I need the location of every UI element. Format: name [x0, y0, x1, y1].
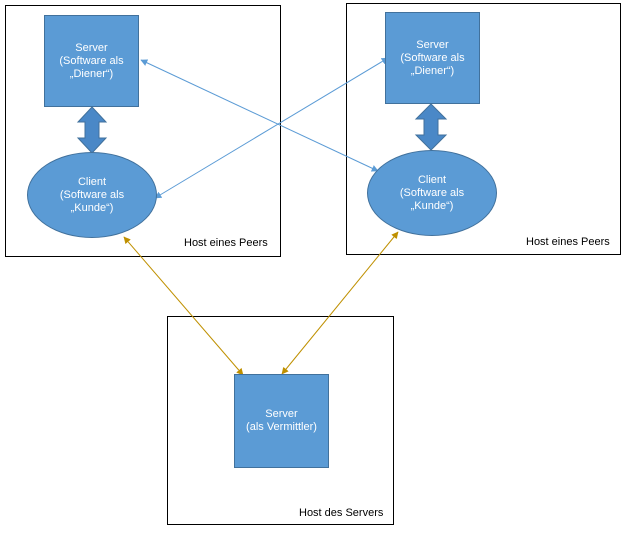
broker-line-right-client — [281, 231, 399, 375]
right-client-node: Client (Software als „Kunde“) — [367, 150, 497, 236]
right-server-node: Server (Software als „Diener“) — [385, 12, 480, 104]
block-arrow-left — [76, 106, 108, 154]
block-arrow-right — [414, 103, 448, 151]
broker-server-node: Server (als Vermittler) — [234, 374, 329, 468]
left-client-node: Client (Software als „Kunde“) — [27, 152, 157, 238]
right-client-line2: (Software als — [399, 186, 465, 199]
right-server-title: Server — [416, 38, 449, 51]
p2p-line-left-server-to-right-client — [140, 59, 379, 172]
host-peer-right-label: Host eines Peers — [526, 236, 610, 248]
p2p-line-right-server-to-left-client — [154, 57, 389, 199]
left-server-line3: „Diener“) — [69, 67, 114, 80]
left-client-title: Client — [77, 175, 107, 188]
left-client-line3: „Kunde“) — [70, 201, 114, 214]
right-server-line2: (Software als — [400, 51, 465, 64]
left-client-line2: (Software als — [59, 188, 125, 201]
right-client-line3: „Kunde“) — [410, 199, 454, 212]
broker-server-line2: (als Vermittler) — [246, 421, 317, 433]
right-client-title: Client — [417, 173, 447, 186]
host-server-label: Host des Servers — [299, 507, 384, 519]
right-server-line3: „Diener“) — [410, 64, 455, 77]
left-server-node: Server (Software als „Diener“) — [44, 15, 139, 107]
left-server-title: Server — [75, 41, 108, 54]
broker-line-left-client — [123, 236, 244, 376]
left-server-line2: (Software als — [59, 54, 124, 67]
broker-server-title: Server — [265, 408, 298, 420]
